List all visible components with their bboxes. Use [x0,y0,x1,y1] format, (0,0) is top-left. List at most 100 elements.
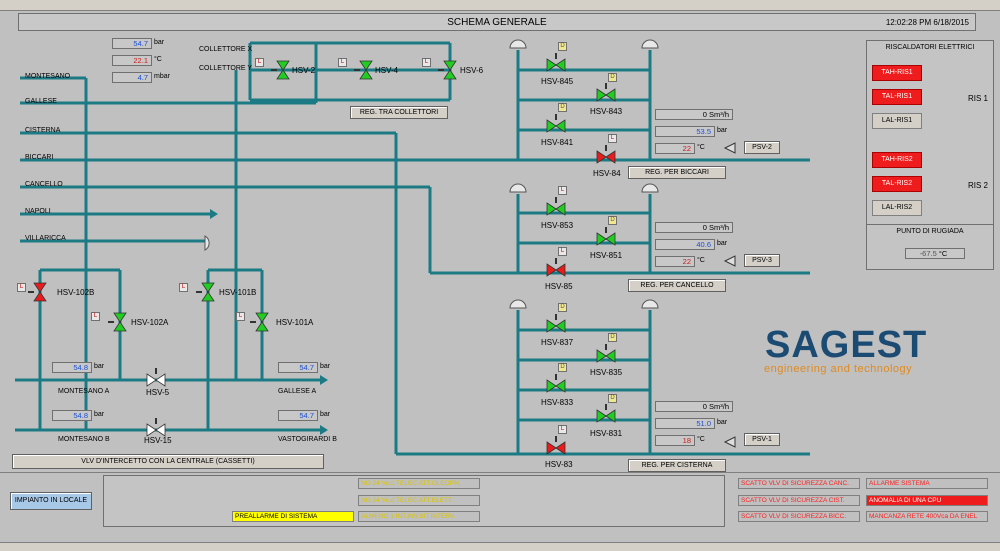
hsv-4-valve-icon[interactable] [359,60,373,80]
status-telec-oleopn: NO 24 Vc.c.TELEC.ATT.OLEOPN. [358,478,480,489]
hsv-841-valve-icon[interactable] [546,119,566,133]
valve-stem-icon [108,321,114,323]
valve-label: HSV-853 [541,221,574,230]
preallarme-indicator: PREALLARME DI SISTEMA [232,511,354,522]
local-marker: L [422,58,431,67]
intercetto-button[interactable]: VLV D'INTERCETTO CON LA CENTRALE (CASSET… [12,454,324,469]
hsv-853-valve-icon[interactable] [546,202,566,216]
sagest-logo: SAGEST [765,324,928,366]
local-marker: L [236,312,245,321]
hsv-837-valve-icon[interactable] [546,319,566,333]
valve-label: HSV-6 [460,66,484,75]
hsv-84-valve-icon[interactable] [596,150,616,164]
valve-stem-icon [438,69,444,71]
dist-marker: D [558,303,567,312]
dist-marker: D [608,73,617,82]
hsv-83-valve-icon[interactable] [546,441,566,455]
reg-per-biccari-button[interactable]: REG. PER BICCARI [628,166,726,179]
cisterna-flow: 0 Sm³/h [655,401,733,412]
valve-label: HSV-101A [276,318,314,327]
cisterna-temp: 18 [655,435,695,446]
collettore-x-label: COLLETTORE X [199,46,253,53]
valve-label: HSV-843 [590,107,623,116]
valve-stem-icon [555,197,557,203]
psv-1-button[interactable]: PSV-1 [744,433,780,446]
hsv-843-valve-icon[interactable] [596,88,616,102]
local-marker: L [91,312,100,321]
dist-marker: D [608,394,617,403]
valve-label: HSV-831 [590,429,623,438]
valve-label: HSV-2 [292,66,316,75]
hsv-851-valve-icon[interactable] [596,232,616,246]
vastogirardi-b-pressure: 54.7 [278,410,318,421]
local-marker: L [338,58,347,67]
local-marker: L [558,247,567,256]
tal-ris2-alarm[interactable]: TAL-RIS2 [872,176,922,192]
gallese-a-label: GALLESE A [278,388,317,395]
valve-label: HSV-84 [593,169,621,178]
valve-label: HSV-833 [541,398,574,407]
reg-per-cisterna-button[interactable]: REG. PER CISTERNA [628,459,726,472]
reg-per-cancello-button[interactable]: REG. PER CANCELLO [628,279,726,292]
tal-ris1-alarm[interactable]: TAL-RIS1 [872,89,922,105]
collettore-y-label: COLLETTORE Y [199,65,253,72]
title-bar: SCHEMA GENERALE 12:02:28 PM 6/18/2015 [18,13,976,31]
reg-tra-collettori-button[interactable]: REG. TRA COLLETTORI [350,106,448,119]
local-marker: L [608,134,617,143]
hsv-102a-valve-icon[interactable] [113,312,127,332]
valve-label: HSV-851 [590,251,623,260]
valve-label: HSV-102A [131,318,169,327]
top-toolbar-strip [0,0,1000,11]
hsv-85-valve-icon[interactable] [546,263,566,277]
tah-ris2-alarm[interactable]: TAH-RIS2 [872,152,922,168]
dist-marker: D [608,216,617,225]
collettore-pressure-value: 54.7 [112,38,152,49]
valve-label: HSV-841 [541,138,574,147]
ris2-label: RIS 2 [968,181,989,190]
collettore-mbar-value: 4.7 [112,72,152,83]
local-marker: L [17,283,26,292]
hsv-102b-valve-icon[interactable] [33,282,47,302]
valve-label: HSV-15 [144,436,172,445]
scatto-cist-indicator: SCATTO VLV DI SICUREZZA CIST. [738,495,860,506]
psv-3-button[interactable]: PSV-3 [744,254,780,267]
psv-2-button[interactable]: PSV-2 [744,141,780,154]
valve-label: HSV-102B [57,288,95,297]
hsv-101a-valve-icon[interactable] [255,312,269,332]
allarme-sistema-indicator: ALLARME SISTEMA [866,478,988,489]
hsv-845-valve-icon[interactable] [546,58,566,72]
tah-ris1-alarm[interactable]: TAH-RIS1 [872,65,922,81]
valve-stem-icon [196,291,202,293]
taskbar [0,542,1000,551]
valve-stem-icon [555,374,557,380]
hsv-5-valve-icon[interactable] [146,373,166,387]
impianto-in-locale-button[interactable]: IMPIANTO IN LOCALE [10,492,92,510]
montesano-a-label: MONTESANO A [58,388,110,395]
cancello-pressure: 40.6 [655,239,715,250]
valve-stem-icon [605,344,607,350]
hsv-6-valve-icon[interactable] [443,60,457,80]
local-marker: L [558,425,567,434]
valve-stem-icon [555,114,557,120]
valve-label: HSV-83 [545,460,573,469]
line-label-napoli: NAPOLI [25,208,51,215]
hsv-831-valve-icon[interactable] [596,409,616,423]
vastogirardi-b-label: VASTOGIRARDI B [278,436,337,443]
hsv-833-valve-icon[interactable] [546,379,566,393]
heaters-title: RISCALDATORI ELETTRICI [885,44,975,51]
hsv-15-valve-icon[interactable] [146,423,166,437]
hsv-2-valve-icon[interactable] [276,60,290,80]
sagest-tagline: engineering and technology [764,363,913,375]
lal-ris1-alarm[interactable]: LAL-RIS1 [872,113,922,129]
dist-marker: D [558,363,567,372]
valve-label: HSV-85 [545,282,573,291]
hsv-101b-valve-icon[interactable] [201,282,215,302]
hsv-835-valve-icon[interactable] [596,349,616,363]
lal-ris2-alarm[interactable]: LAL-RIS2 [872,200,922,216]
line-label-gallese: GALLESE [25,98,57,105]
cancello-flow: 0 Sm³/h [655,222,733,233]
valve-stem-icon [605,227,607,233]
local-marker: L [558,186,567,195]
valve-label: HSV-5 [146,388,170,397]
